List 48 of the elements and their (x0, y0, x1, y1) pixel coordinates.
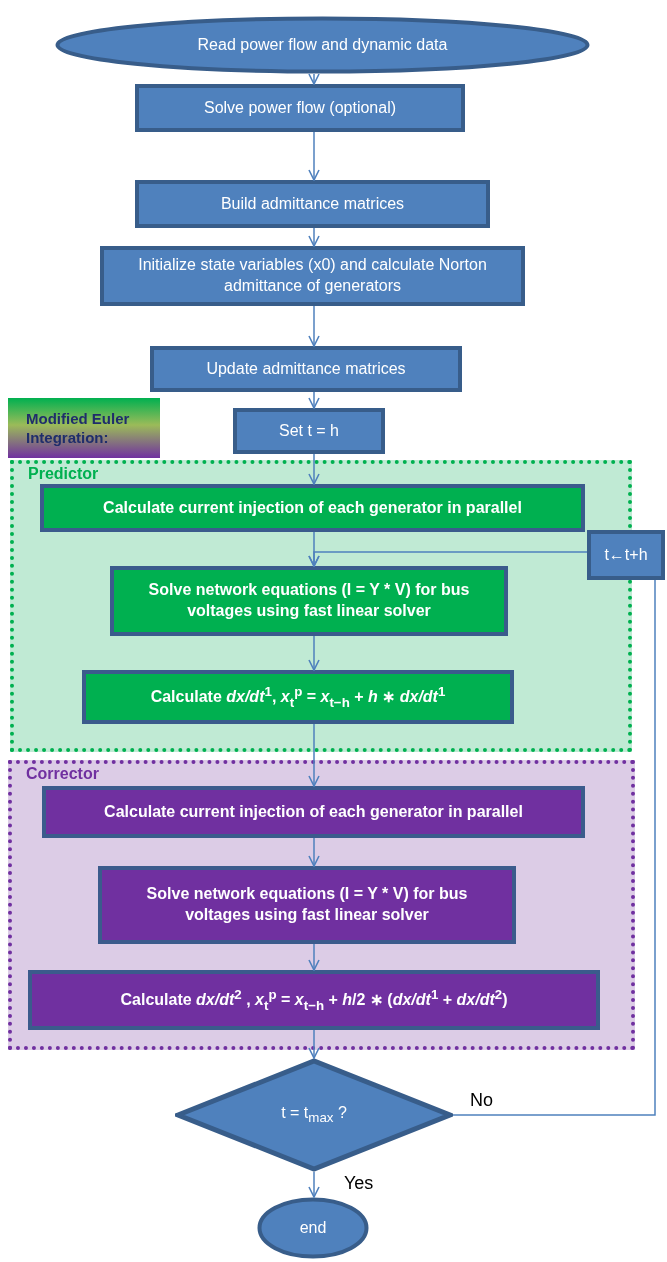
node-label: Calculate dx/dt$^{1}$, x$_{t}$$^{p}$ = x$_{t−h}$ + h ∗ dx/dt$^{1}$ (150, 683, 446, 711)
node-label: Set t = h (278, 420, 339, 441)
process-box (135, 84, 465, 132)
node-label: t←t+h (604, 544, 648, 565)
process-box (42, 786, 585, 838)
node-label: Solve network equations (I = Y * V) for bus voltages using fast linear solver (147, 580, 471, 621)
dotted-group-panel (8, 760, 635, 1050)
node-label: end (299, 1217, 327, 1238)
node-label: t = t$_{max}$ ? (281, 1103, 347, 1127)
group-heading: Predictor (28, 464, 99, 484)
process-box (40, 484, 585, 532)
process-box (28, 970, 600, 1030)
process-box (135, 180, 490, 228)
arrow (308, 131, 320, 181)
node-label: Initialize state variables (x0) and calculate Norton admittance of generators (137, 255, 488, 296)
title-banner (8, 398, 160, 458)
node-label: Calculate dx/dt$^{2}$ , x$_{t}$$^{p}$ = x$_{t−h}$ + h/2 ∗ (dx/dt$^{1}$ + dx/dt$^{2}$) (120, 986, 508, 1014)
arrow (308, 453, 320, 485)
node-label: Build admittance matrices (220, 193, 405, 214)
arrow (308, 1029, 320, 1059)
arrow (308, 551, 588, 567)
process-box (587, 530, 665, 580)
terminal-ellipse (55, 16, 590, 74)
node-label: Solve network equations (I = Y * V) for bus voltages using fast linear solver (145, 884, 469, 925)
node-label: Read power flow and dynamic data (197, 34, 448, 55)
arrow (308, 305, 320, 347)
decision-diamond (175, 1058, 453, 1172)
arrow (308, 635, 320, 671)
arrow (308, 73, 320, 85)
arrow (308, 227, 320, 247)
process-box (110, 566, 508, 636)
arrow (308, 943, 320, 971)
process-box (233, 408, 385, 454)
node-label: Calculate current injection of each generator in parallel (103, 497, 522, 518)
arrow (308, 1171, 320, 1198)
node-label: Update admittance matrices (206, 358, 406, 379)
process-box (98, 866, 516, 944)
group-heading: Corrector (26, 764, 99, 784)
node-label: Calculate current injection of each generator in parallel (104, 801, 523, 822)
arrow (308, 837, 320, 867)
arrow (308, 391, 320, 409)
node-label: Modified Euler Integration: (26, 408, 131, 448)
terminal-ellipse (257, 1197, 369, 1259)
node-label: Solve power flow (optional) (203, 97, 397, 118)
process-box (82, 670, 514, 724)
arrow (308, 723, 320, 787)
process-box (100, 246, 525, 306)
process-box (150, 346, 462, 392)
